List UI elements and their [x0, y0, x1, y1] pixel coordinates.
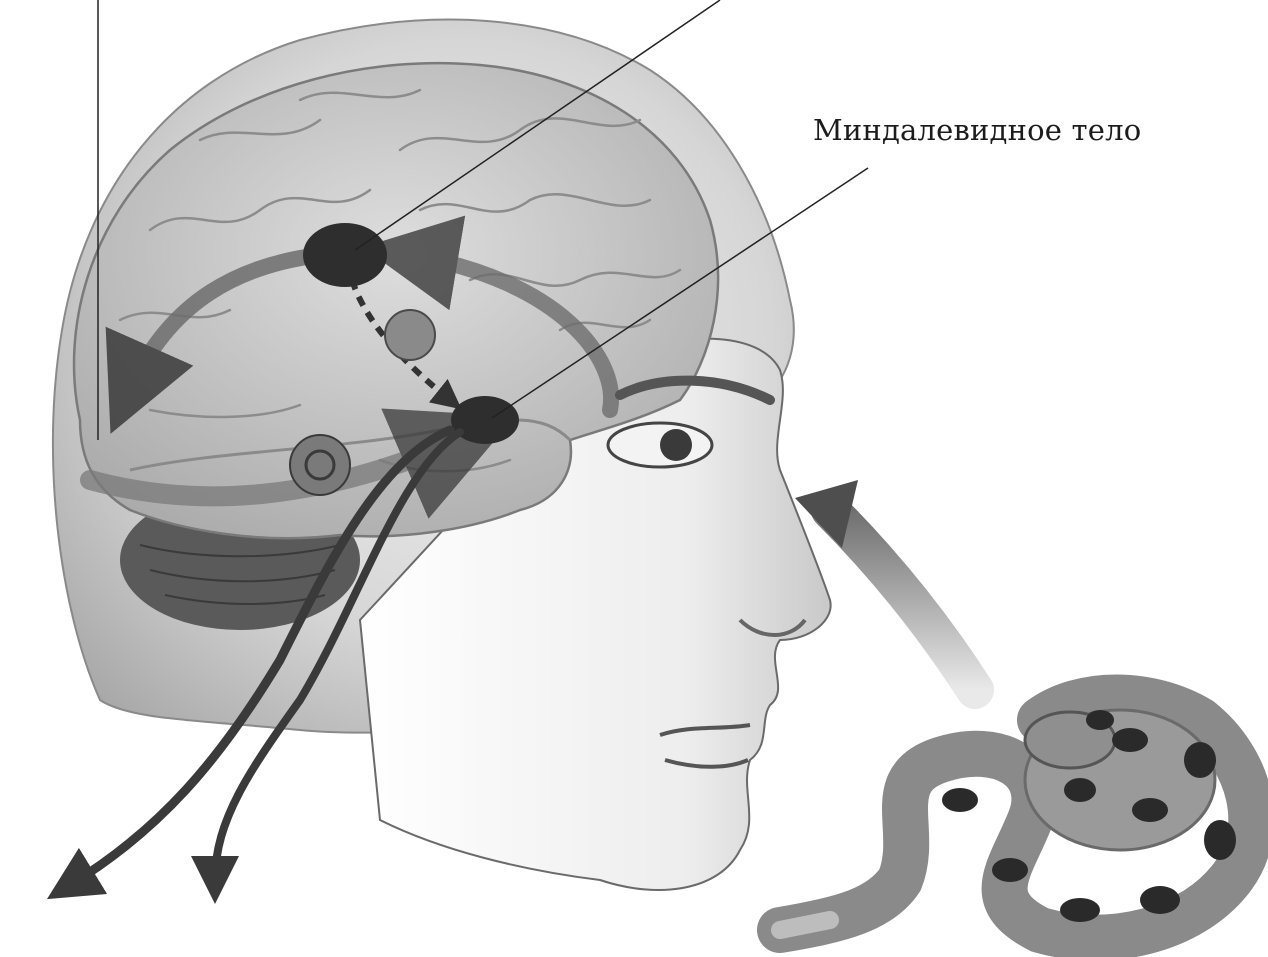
basal-structure [385, 310, 435, 360]
thalamus-node [303, 223, 387, 287]
iris [660, 429, 692, 461]
snake-to-eye-arrow [830, 510, 975, 690]
amygdala-label: Миндалевидное тело [813, 113, 1141, 147]
hippocampus-swirl [290, 435, 350, 495]
coiled-snake [780, 698, 1251, 938]
amygdala-node [451, 396, 519, 444]
snake-rattle [780, 920, 830, 930]
